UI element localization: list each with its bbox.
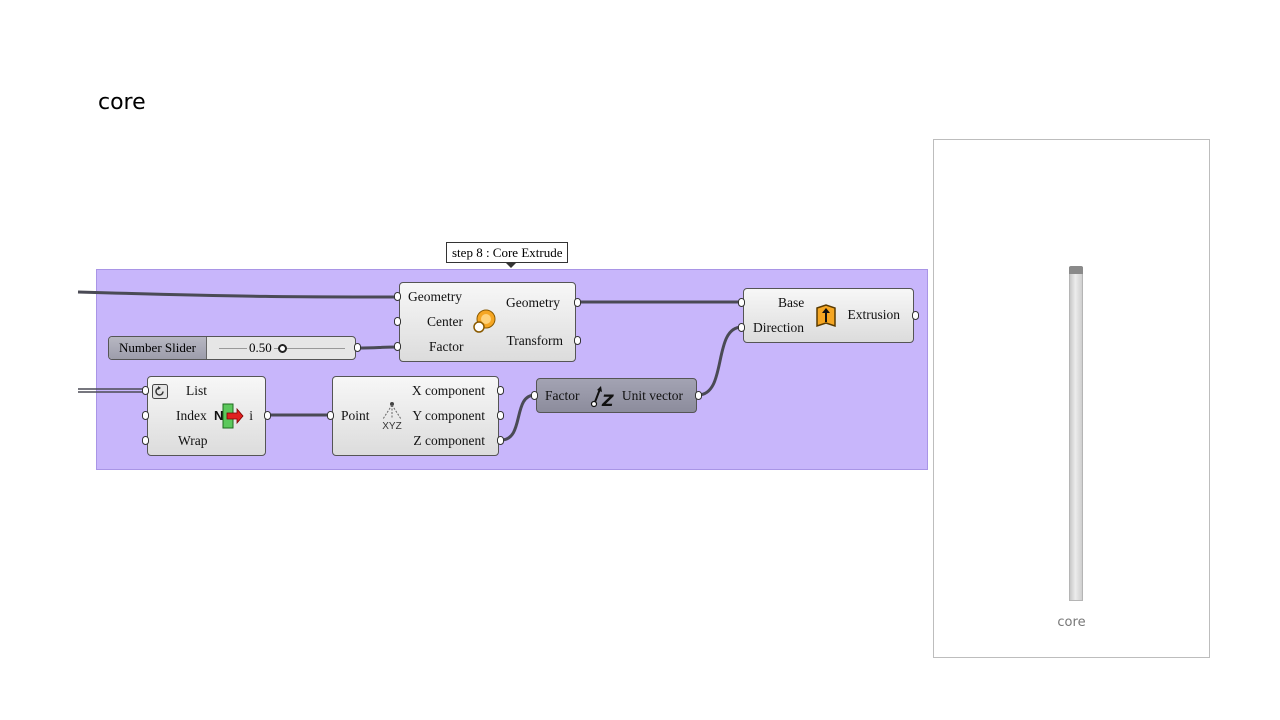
extrude-input-base: Base	[778, 295, 805, 310]
list-item-list-in-grip[interactable]	[142, 386, 149, 395]
unit-z-icon-text: Z	[601, 391, 614, 410]
list-item-input-list: List	[186, 383, 208, 398]
extrude-component[interactable]: Base Direction Extrusion	[743, 288, 914, 343]
svg-text:N: N	[214, 408, 223, 423]
list-item-input-wrap: Wrap	[178, 433, 208, 448]
scale-output-transform: Transform	[506, 333, 563, 348]
scale-component[interactable]: Geometry Center Factor Geometry Transfor…	[399, 282, 576, 362]
extrude-base-in-grip[interactable]	[738, 298, 745, 307]
list-item-index-in-grip[interactable]	[142, 411, 149, 420]
scale-input-factor: Factor	[429, 339, 464, 354]
deconstruct-input-point: Point	[341, 408, 370, 423]
group-label-pointer	[505, 262, 517, 268]
deconstruct-point-in-grip[interactable]	[327, 411, 334, 420]
scale-geometry-out-grip[interactable]	[574, 298, 581, 307]
list-item-wrap-in-grip[interactable]	[142, 436, 149, 445]
scale-factor-in-grip[interactable]	[394, 342, 401, 351]
deconstruct-x-out-grip[interactable]	[497, 386, 504, 395]
deconstruct-output-z: Z component	[413, 433, 485, 448]
list-item-input-index: Index	[176, 408, 207, 423]
extrude-output-extrusion: Extrusion	[847, 307, 901, 322]
extrude-input-direction: Direction	[753, 320, 804, 335]
list-item-icon: N	[214, 403, 244, 429]
core-column-render	[1069, 267, 1083, 601]
reverse-list-icon	[152, 384, 168, 399]
unit-z-icon: Z	[590, 386, 614, 410]
extrude-icon	[816, 304, 836, 328]
list-item-i-out-grip[interactable]	[264, 411, 271, 420]
list-item-output-i: i	[249, 408, 253, 423]
deconstruct-output-y: Y component	[412, 408, 485, 423]
scale-transform-out-grip[interactable]	[574, 336, 581, 345]
unit-z-output-vector: Unit vector	[621, 388, 683, 403]
deconstruct-y-out-grip[interactable]	[497, 411, 504, 420]
scale-output-geometry: Geometry	[506, 295, 560, 310]
unit-z-component[interactable]: Factor Unit vector Z	[536, 378, 697, 413]
scale-input-geometry: Geometry	[408, 289, 462, 304]
slider-name: Number Slider	[109, 337, 207, 359]
scale-center-in-grip[interactable]	[394, 317, 401, 326]
deconstruct-point-component[interactable]: Point X component Y component Z componen…	[332, 376, 499, 456]
deconstruct-output-x: X component	[411, 383, 485, 398]
core-column-top	[1069, 266, 1083, 274]
scale-icon	[473, 309, 496, 333]
xyz-icon: XYZ	[382, 402, 402, 431]
deconstruct-z-out-grip[interactable]	[497, 436, 504, 445]
group-label: step 8 : Core Extrude	[446, 242, 569, 263]
scale-input-center: Center	[427, 314, 463, 329]
unit-z-factor-in-grip[interactable]	[531, 391, 538, 400]
unit-z-vector-out-grip[interactable]	[695, 391, 702, 400]
slide-title: core	[98, 90, 146, 115]
preview-panel: core	[933, 139, 1210, 658]
scale-geometry-in-grip[interactable]	[394, 292, 401, 301]
extrude-direction-in-grip[interactable]	[738, 323, 745, 332]
preview-caption: core	[1057, 615, 1086, 630]
slider-value: 0.50	[247, 340, 274, 356]
extrude-extrusion-out-grip[interactable]	[912, 311, 919, 320]
xyz-icon-text: XYZ	[382, 421, 401, 431]
number-slider[interactable]: Number Slider 0.50	[108, 336, 356, 360]
slider-knob[interactable]	[278, 344, 287, 353]
slider-out-grip[interactable]	[354, 343, 361, 352]
list-item-component[interactable]: List Index Wrap i N	[147, 376, 266, 456]
unit-z-input-factor: Factor	[545, 388, 580, 403]
